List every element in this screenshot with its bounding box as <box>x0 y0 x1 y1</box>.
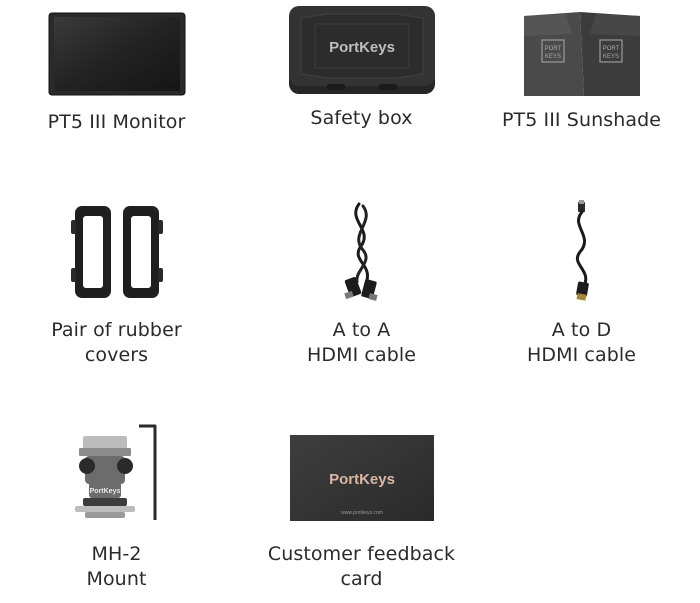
monitor-image <box>0 8 233 96</box>
item-a-to-a-cable: A to A HDMI cable <box>245 198 478 368</box>
a-to-a-cable-image <box>245 198 478 302</box>
mh2-mount-logo: PortKeys <box>89 488 120 495</box>
svg-text:KEYS: KEYS <box>544 54 560 60</box>
item-a-to-d-cable: A to D HDMI cable <box>465 198 698 368</box>
safety-box-logo: PortKeys <box>329 39 395 56</box>
rubber-covers-label: Pair of rubber covers <box>51 319 182 366</box>
feedback-card-image: PortKeys www.portkeys.com <box>245 432 478 522</box>
item-mh2-mount: PortKeys MH-2 Mount <box>0 420 233 592</box>
sunshade-label: PT5 III Sunshade <box>501 109 662 131</box>
safety-box-label: Safety box <box>310 107 413 129</box>
feedback-card-url: www.portkeys.com <box>341 510 383 516</box>
monitor-label: PT5 III Monitor <box>47 111 186 133</box>
item-monitor: PT5 III Monitor <box>0 8 233 135</box>
rubber-covers-image <box>0 200 233 302</box>
a-to-d-cable-label: A to D HDMI cable <box>526 319 637 366</box>
svg-text:KEYS: KEYS <box>602 54 618 60</box>
svg-text:PORT: PORT <box>544 46 561 52</box>
item-safety-box: PortKeys Safety box <box>245 0 478 131</box>
feedback-card-label: Customer feedback card <box>267 543 456 590</box>
feedback-card-logo: PortKeys <box>329 471 395 488</box>
mh2-mount-label: MH-2 Mount <box>86 543 147 590</box>
item-feedback-card: PortKeys www.portkeys.com Customer feedb… <box>245 432 478 592</box>
mh2-mount-image: PortKeys <box>0 420 233 522</box>
item-rubber-covers: Pair of rubber covers <box>0 200 233 368</box>
safety-box-image: PortKeys <box>245 0 478 96</box>
a-to-a-cable-label: A to A HDMI cable <box>306 319 417 366</box>
svg-text:PORT: PORT <box>602 46 619 52</box>
sunshade-image: PORT KEYS PORT KEYS <box>465 6 698 96</box>
a-to-d-cable-image <box>465 198 698 302</box>
item-sunshade: PORT KEYS PORT KEYS PT5 III Sunshade <box>465 6 698 133</box>
